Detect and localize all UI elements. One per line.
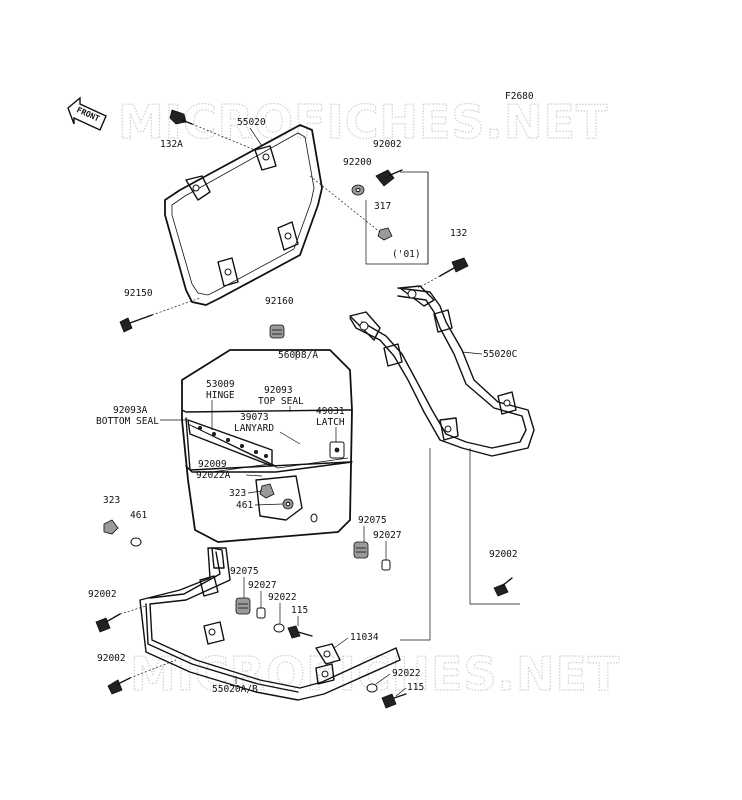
nut-317 (377, 227, 393, 241)
rear-rack-frame-55020 (164, 124, 323, 306)
figure-code: F2680 (505, 91, 534, 102)
label-92150: 92150 (124, 288, 153, 299)
washer-92200 (351, 184, 365, 196)
rubber-92075-mid (235, 597, 251, 615)
label-55020: 55020 (237, 117, 266, 128)
label-92160: 92160 (265, 296, 294, 307)
label-92200: 92200 (343, 157, 372, 168)
front-arrow-icon: FRONT (67, 96, 107, 131)
label-461-left: 461 (130, 510, 147, 521)
latch-49031 (329, 441, 345, 459)
lower-rack-frame-55020ab (139, 547, 401, 701)
label-53009: 53009 (206, 379, 235, 390)
washer-92022-mid (273, 623, 285, 633)
label-132a: 132A (160, 139, 183, 150)
label-latch: LATCH (316, 417, 345, 428)
label-115-mid: 115 (291, 605, 308, 616)
label-39073: 39073 (240, 412, 269, 423)
label-92002-top: 92002 (373, 139, 402, 150)
bolt-92150 (119, 314, 153, 333)
label-92002-right: 92002 (489, 549, 518, 560)
label-132: 132 (450, 228, 467, 239)
bolt-92002-bottom (107, 677, 131, 695)
bolt-92002-left (95, 613, 121, 633)
label-92027-right: 92027 (373, 530, 402, 541)
label-323-box: 323 (229, 488, 246, 499)
label-323-left: 323 (103, 495, 120, 506)
label-115-bottom: 115 (407, 682, 424, 693)
label-92002-bottom: 92002 (97, 653, 126, 664)
pannier-case-56008a (181, 349, 353, 543)
hinge-53009 (187, 419, 273, 467)
label-317: 317 (374, 201, 391, 212)
bolt-132a (169, 109, 193, 125)
bolt-132 (439, 257, 469, 277)
label-92022-mid: 92022 (268, 592, 297, 603)
label-11034: 11034 (350, 632, 379, 643)
label-92022-bottom: 92022 (392, 668, 421, 679)
collar-92027-mid (256, 607, 266, 619)
label-461-box: 461 (236, 500, 253, 511)
collar-92027-right (381, 559, 391, 571)
bolt-115-mid (287, 625, 313, 639)
watermark-top: MICROFICHES.NET (118, 95, 608, 149)
label-49031: 49031 (316, 406, 345, 417)
label-92093a: 92093A (113, 405, 148, 416)
label-92075-mid: 92075 (230, 566, 259, 577)
label-top-seal: TOP SEAL (258, 396, 304, 407)
label-92022a: 92022A (196, 470, 231, 481)
washer-92022-bottom (366, 683, 378, 693)
rubber-92075-right (353, 541, 369, 559)
bolt-92002-top (375, 169, 403, 187)
side-rack-frame-55020c (349, 285, 535, 457)
nut-323-left (103, 519, 119, 535)
label-hinge: HINGE (206, 390, 235, 401)
label-92093: 92093 (264, 385, 293, 396)
label-56008a: 56008/A (278, 350, 318, 361)
label-55020c: 55020C (483, 349, 517, 360)
label-92027-mid: 92027 (248, 580, 277, 591)
label-lanyard: LANYARD (234, 423, 274, 434)
rubber-damper-92160 (269, 324, 285, 339)
label-55020ab: 55020A/B (212, 684, 258, 695)
mount-plate (255, 475, 303, 521)
washer-461-left (130, 537, 142, 547)
label-bottom-seal: BOTTOM SEAL (96, 416, 159, 427)
watermark-bottom: MICROFICHES.NET (130, 647, 620, 701)
label-01-note: ('01) (392, 249, 421, 260)
bolt-92002-right (493, 577, 513, 597)
label-92009: 92009 (198, 459, 227, 470)
bolt-115-bottom (381, 693, 407, 709)
label-92002-left: 92002 (88, 589, 117, 600)
label-92075-right: 92075 (358, 515, 387, 526)
